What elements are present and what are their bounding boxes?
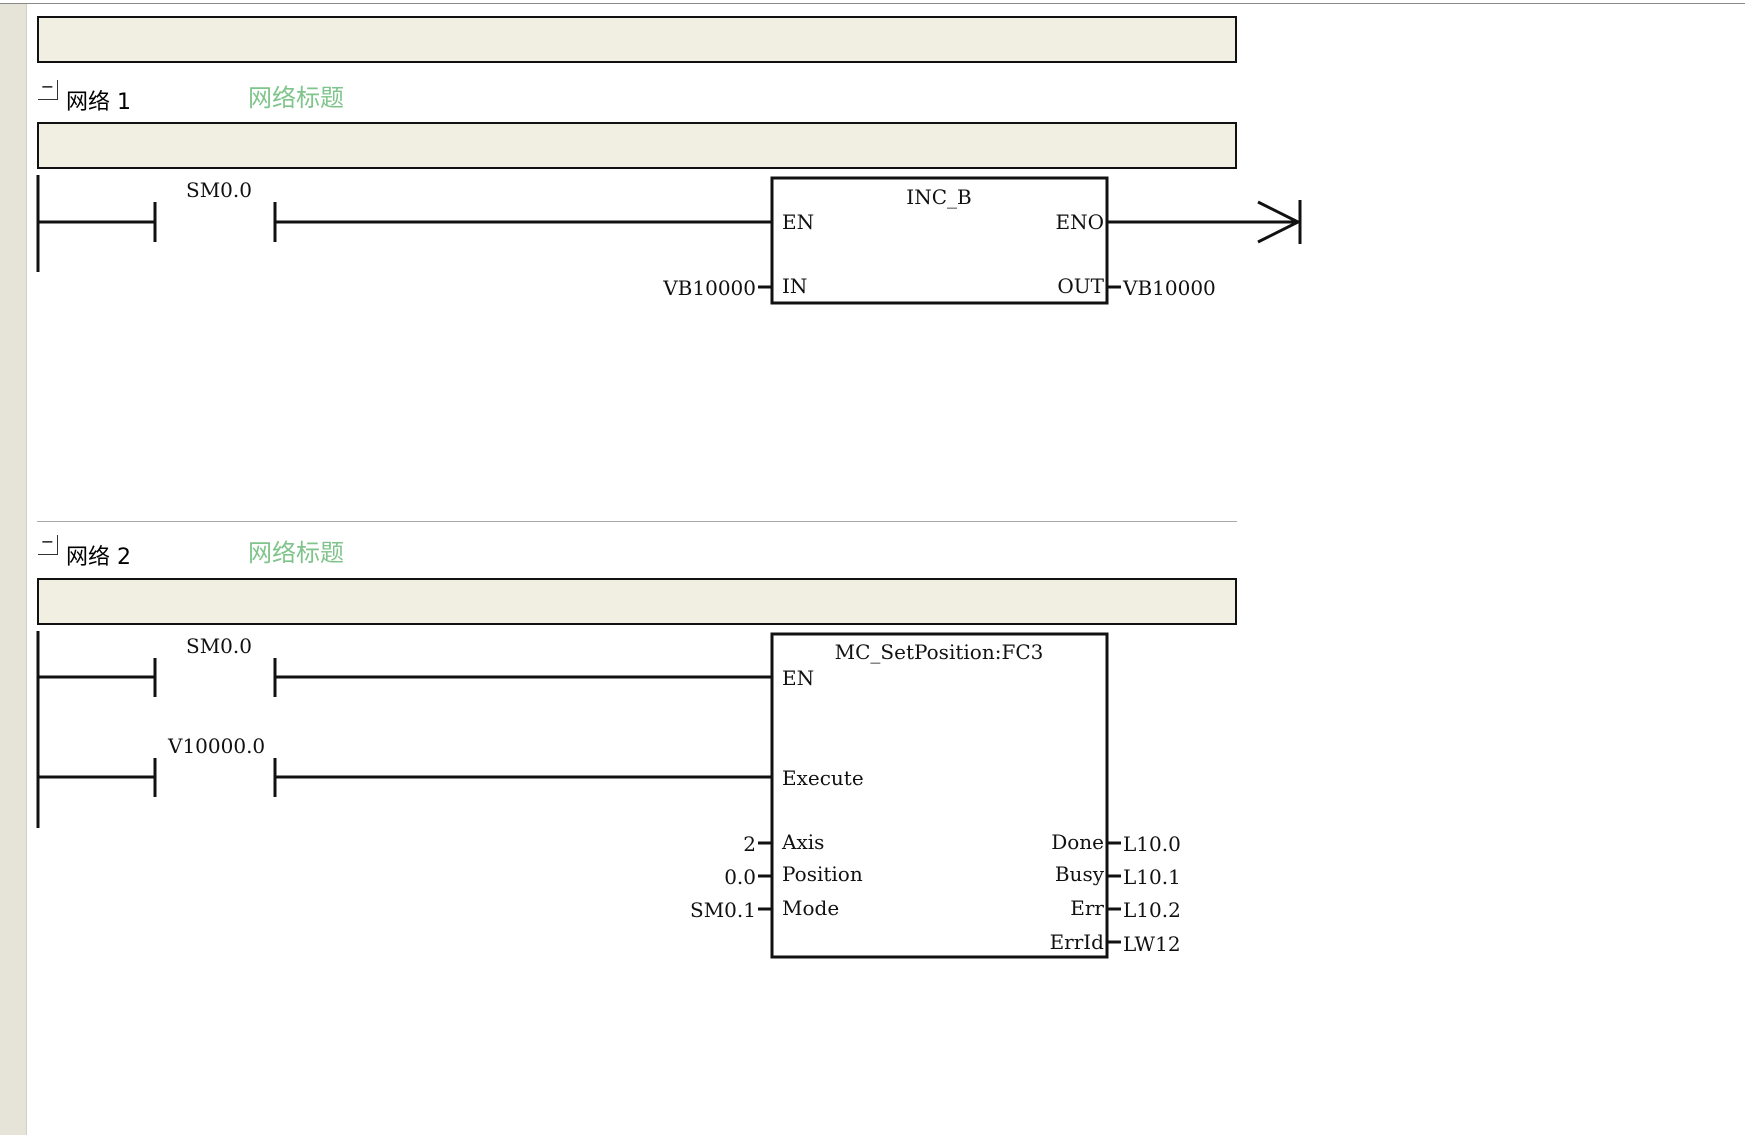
- mc-busy-value[interactable]: L10.1: [1123, 865, 1181, 889]
- mc-err-value[interactable]: L10.2: [1123, 898, 1181, 922]
- mc-mode-value[interactable]: SM0.1: [690, 898, 756, 922]
- network-separator: [37, 521, 1237, 522]
- inc-b-en-pin: EN: [782, 210, 814, 234]
- mc-done-pin: Done: [1051, 830, 1104, 854]
- network-2-rungs: [36, 631, 1121, 959]
- mc-errid-pin: ErrId: [1050, 930, 1105, 954]
- inc-b-eno-pin: ENO: [1056, 210, 1105, 234]
- editor-left-gutter: [0, 4, 27, 1135]
- mc-position-value[interactable]: 0.0: [724, 865, 756, 889]
- network-2-collapse-toggle[interactable]: −: [38, 534, 58, 555]
- mc-setposition-box[interactable]: [770, 632, 1109, 959]
- mc-position-pin: Position: [782, 862, 863, 886]
- network-1-collapse-toggle[interactable]: −: [38, 79, 58, 100]
- network-2-title[interactable]: 网络标题: [248, 539, 344, 567]
- mc-errid-value[interactable]: LW12: [1123, 932, 1181, 956]
- mc-axis-value[interactable]: 2: [743, 832, 756, 856]
- inc-b-in-pin: IN: [782, 274, 807, 298]
- inc-b-name: INC_B: [906, 185, 971, 209]
- mc-done-value[interactable]: L10.0: [1123, 832, 1181, 856]
- contact-v10000-label[interactable]: V10000.0: [167, 734, 265, 758]
- inc-b-out-value[interactable]: VB10000: [1122, 276, 1216, 300]
- inc-b-box[interactable]: [770, 176, 1109, 305]
- window-top-border: [0, 3, 1745, 4]
- coil-arrow-icon: [1257, 200, 1302, 244]
- mc-axis-pin: Axis: [781, 830, 824, 854]
- network-1-comment-box[interactable]: [37, 122, 1237, 169]
- mc-mode-pin: Mode: [782, 896, 839, 920]
- contact-sm00-label[interactable]: SM0.0: [186, 634, 252, 658]
- contact-sm00-label[interactable]: SM0.0: [186, 178, 252, 202]
- network-1-rungs: [36, 175, 1302, 305]
- mc-setposition-name: MC_SetPosition:FC3: [835, 640, 1044, 664]
- mc-execute-pin: Execute: [782, 766, 864, 790]
- mc-err-pin: Err: [1070, 896, 1104, 920]
- mc-busy-pin: Busy: [1055, 862, 1105, 886]
- network-2-label: 网络 2: [66, 545, 131, 570]
- inc-b-out-pin: OUT: [1057, 274, 1104, 298]
- mc-en-pin: EN: [782, 666, 814, 690]
- program-comment-box[interactable]: [37, 16, 1237, 63]
- network-1-label: 网络 1: [66, 90, 131, 115]
- network-2-comment-box[interactable]: [37, 578, 1237, 625]
- inc-b-in-value[interactable]: VB10000: [662, 276, 756, 300]
- network-1-title[interactable]: 网络标题: [248, 84, 344, 112]
